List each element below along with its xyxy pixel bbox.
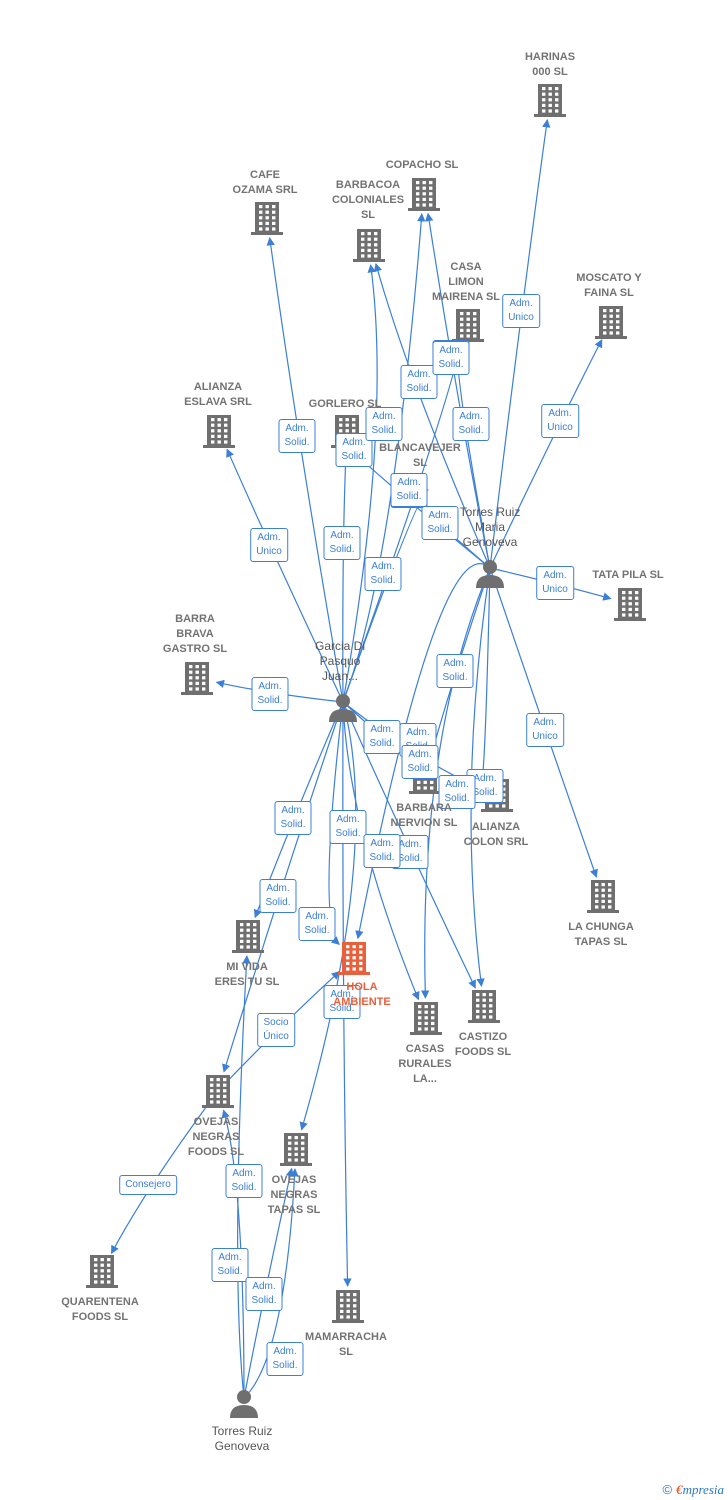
relation-label[interactable]: Adm. Solid. <box>436 654 474 688</box>
relation-label[interactable]: Adm. Solid. <box>329 810 367 844</box>
building-icon[interactable] <box>408 178 440 211</box>
relation-edge <box>266 236 344 703</box>
relation-label[interactable]: Adm. Solid. <box>365 407 403 441</box>
relation-label[interactable]: Adm. Solid. <box>259 879 297 913</box>
company-label[interactable]: LA CHUNGA TAPAS SL <box>568 921 634 948</box>
company-label[interactable]: HARINAS 000 SL <box>524 51 576 78</box>
relation-label[interactable]: Adm. Solid. <box>401 745 439 779</box>
building-icon[interactable] <box>202 1075 234 1108</box>
building-icon[interactable] <box>595 306 627 339</box>
relation-edge <box>342 213 426 703</box>
relation-label[interactable]: Adm. Solid. <box>335 433 373 467</box>
relation-label[interactable]: Adm. Unico <box>502 294 540 328</box>
relation-label[interactable]: Adm. Solid. <box>298 907 336 941</box>
company-label[interactable]: CASA LIMON MAIRENA SL <box>431 261 501 303</box>
building-icon[interactable] <box>614 588 646 621</box>
building-icon[interactable] <box>332 1290 364 1323</box>
relation-edge <box>489 118 551 569</box>
company-label[interactable]: BARBARA NERVION SL <box>390 802 458 829</box>
building-icon[interactable] <box>86 1255 118 1288</box>
brand-logo-initial: € <box>676 1482 683 1497</box>
building-icon[interactable] <box>587 880 619 913</box>
relation-label[interactable]: Adm. Solid. <box>421 506 459 540</box>
relation-label[interactable]: Adm. Unico <box>250 528 288 562</box>
relation-label[interactable]: Adm. Solid. <box>245 1277 283 1311</box>
relation-label[interactable]: Adm. Solid. <box>363 720 401 754</box>
building-icon[interactable] <box>353 229 385 262</box>
relation-label[interactable]: Adm. Solid. <box>323 985 361 1019</box>
person-icon[interactable] <box>329 694 357 722</box>
relation-edge <box>237 955 251 1399</box>
company-label[interactable]: MAMARRACHA SL <box>305 1331 387 1358</box>
relation-edge <box>355 563 491 940</box>
relation-label[interactable]: Consejero <box>119 1175 177 1195</box>
person-label[interactable]: Torres Ruiz Maria Genoveva <box>459 505 521 549</box>
building-icon[interactable] <box>181 662 213 695</box>
relation-edge <box>342 264 378 703</box>
company-label[interactable]: HOLA AMBIENTE <box>333 981 391 1008</box>
building-icon[interactable] <box>251 202 283 235</box>
company-label[interactable]: COPACHO SL <box>385 159 459 171</box>
company-label[interactable]: BLANCAVEJER SL <box>379 442 461 469</box>
building-icon[interactable] <box>468 990 500 1023</box>
relation-label[interactable]: Adm. Unico <box>541 404 579 438</box>
relation-label[interactable]: Adm. Solid. <box>364 557 402 591</box>
person-label[interactable]: Garcia Di Pasquo Juan... <box>314 639 366 683</box>
relation-edge <box>243 1168 299 1399</box>
building-icon[interactable] <box>452 309 484 342</box>
building-icon[interactable] <box>410 1002 442 1035</box>
company-label[interactable]: OVEJAS NEGRAS TAPAS SL <box>267 1174 321 1216</box>
relation-label[interactable]: Adm. Solid. <box>278 419 316 453</box>
company-label[interactable]: TATA PILA SL <box>592 569 664 581</box>
relation-edge <box>221 1109 245 1399</box>
relation-label[interactable]: Adm. Solid. <box>452 407 490 441</box>
building-icon[interactable] <box>338 942 370 975</box>
company-label[interactable]: BARBACOA COLONIALES SL <box>331 179 405 221</box>
relation-label[interactable]: Adm. Solid. <box>323 526 361 560</box>
company-label[interactable]: CASAS RURALES LA... <box>398 1043 452 1085</box>
building-icon[interactable] <box>280 1133 312 1166</box>
company-label[interactable]: OVEJAS NEGRAS FOODS SL <box>187 1116 245 1158</box>
building-icon[interactable] <box>534 84 566 117</box>
company-label[interactable]: QUARENTENA FOODS SL <box>61 1296 139 1323</box>
company-label[interactable]: BARRA BRAVA GASTRO SL <box>162 613 228 655</box>
company-label[interactable]: GORLERO SL <box>308 398 382 410</box>
building-icon[interactable] <box>203 415 235 448</box>
brand-footer: ©€mpresia <box>663 1482 725 1498</box>
building-icon[interactable] <box>232 920 264 953</box>
company-label[interactable]: ALIANZA ESLAVA SRL <box>184 381 252 408</box>
relation-label[interactable]: Adm. Solid. <box>211 1248 249 1282</box>
relation-label[interactable]: Adm. Solid. <box>363 834 401 868</box>
brand-logo-text: mpresia <box>682 1482 724 1497</box>
relation-label[interactable]: Adm. Solid. <box>390 473 428 507</box>
relation-label[interactable]: Socio Único <box>257 1013 295 1047</box>
relation-label[interactable]: Adm. Solid. <box>251 677 289 711</box>
person-icon[interactable] <box>230 1390 258 1418</box>
person-icon[interactable] <box>476 560 504 588</box>
company-label[interactable]: ALIANZA COLON SRL <box>463 821 529 848</box>
relation-edge <box>299 701 357 1131</box>
relation-label[interactable]: Adm. Unico <box>536 566 574 600</box>
company-label[interactable]: CASTIZO FOODS SL <box>454 1031 512 1058</box>
relation-label[interactable]: Adm. Solid. <box>400 365 438 399</box>
relation-label[interactable]: Adm. Unico <box>526 713 564 747</box>
company-label[interactable]: MI VIDA ERES TU SL <box>214 961 280 988</box>
relation-label[interactable]: Adm. Solid. <box>438 775 476 809</box>
relation-label[interactable]: Adm. Solid. <box>266 1342 304 1376</box>
relation-label[interactable]: Adm. Solid. <box>432 341 470 375</box>
company-label[interactable]: CAFE OZAMA SRL <box>232 169 298 196</box>
relation-label[interactable]: Adm. Solid. <box>274 801 312 835</box>
relation-label[interactable]: Adm. Solid. <box>225 1164 263 1198</box>
copyright-icon: © <box>662 1482 673 1497</box>
person-label[interactable]: Torres Ruiz Genoveva <box>211 1424 273 1453</box>
company-label[interactable]: MOSCATO Y FAINA SL <box>576 272 642 299</box>
